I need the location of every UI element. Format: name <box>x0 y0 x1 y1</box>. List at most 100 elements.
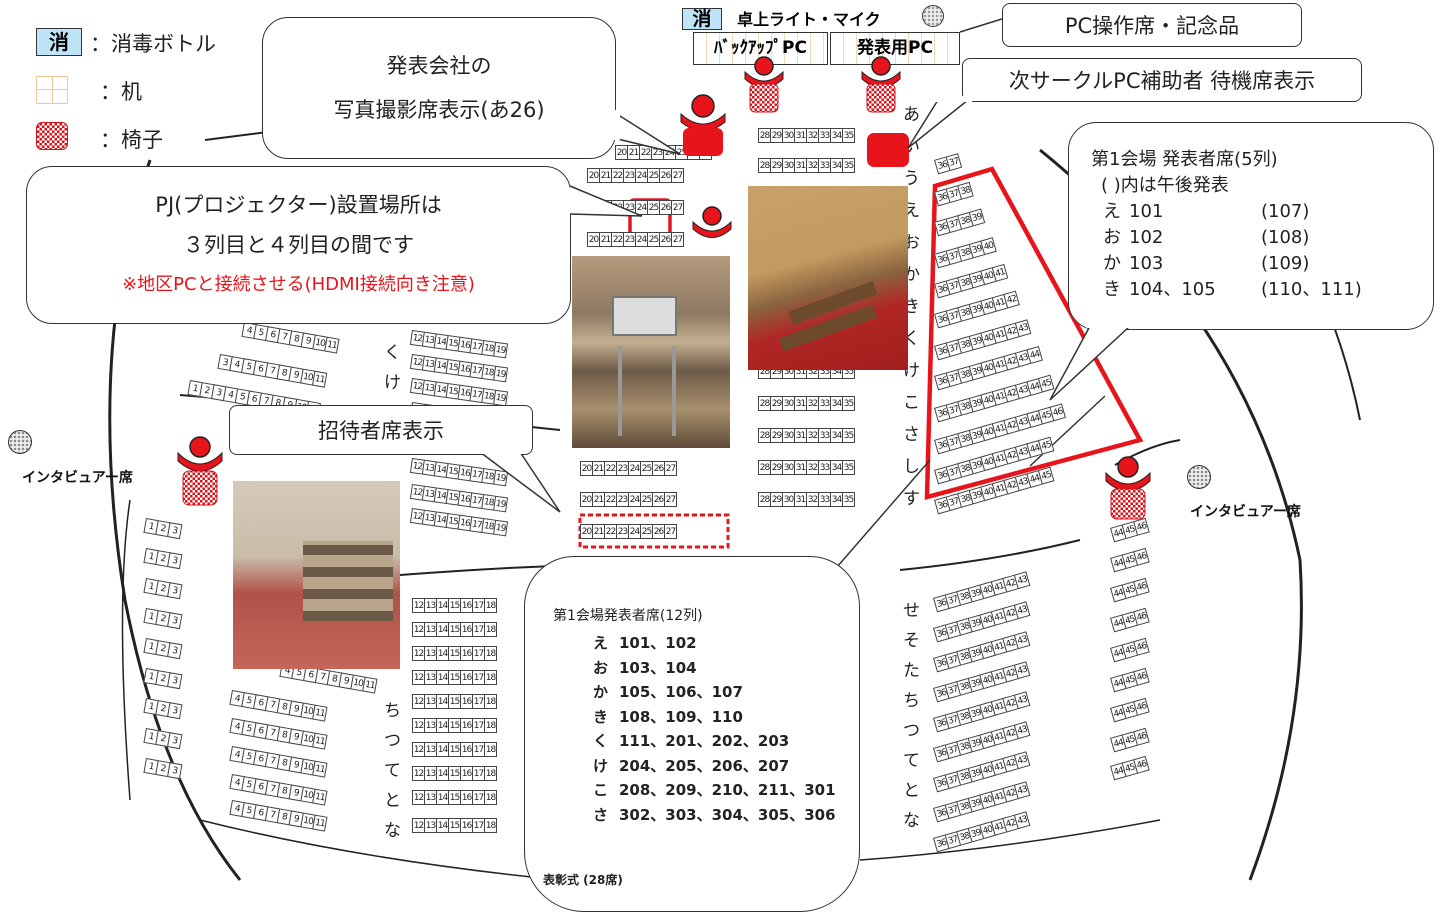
row-kana-left-lower: な <box>384 821 401 841</box>
row-kana-center-lower: つ <box>903 721 920 741</box>
seat-number: 21 <box>627 145 640 160</box>
next-circle-pc-callout: 次サークルPC補助者 待機席表示 <box>962 58 1362 102</box>
seat-number: 18 <box>484 818 497 833</box>
seat-number: 3 <box>167 762 183 780</box>
row-kana: さ <box>593 805 609 824</box>
seat-number: 18 <box>484 598 497 613</box>
backup-operator-person-icon <box>742 56 786 120</box>
seat-number: 18 <box>484 718 497 733</box>
seat-number: 16 <box>460 598 473 613</box>
legend-disinfect-label: ：消毒ボトル <box>90 32 216 56</box>
interviewer-left-label: インタビュアー席 <box>22 470 133 486</box>
photo-company-callout: 発表会社の 写真撮影席表示(あ26) <box>262 17 616 159</box>
pc-operator-person-icon <box>859 56 903 120</box>
presenter-seats: 108、109、110 <box>619 707 743 726</box>
photo-company-line1: 発表会社の <box>386 54 492 78</box>
seat-number: 27 <box>664 492 677 507</box>
seat-number: 18 <box>484 694 497 709</box>
presenters-12-footer: 表彰式 (28席) <box>543 873 623 887</box>
seat-number: 3 <box>167 642 183 660</box>
row-kana: か <box>593 683 609 701</box>
seat-number: 3 <box>167 522 183 540</box>
row-kana-center-lower: そ <box>903 631 920 651</box>
stage-disinfect-badge: 消 <box>682 8 722 30</box>
seat-number: 11 <box>362 676 378 694</box>
seat-number: 11 <box>312 760 328 778</box>
seat-number: 27 <box>664 461 677 476</box>
light-mic-label: 卓上ライト・マイク <box>737 10 881 29</box>
interviewer-left-person-icon <box>175 435 225 511</box>
seat-number: 11 <box>324 336 340 354</box>
desk-legend-icon <box>36 76 68 104</box>
next-circle-standby-seat-icon <box>865 131 911 173</box>
row-kana: え <box>593 634 609 652</box>
row-kana-center: う <box>903 169 920 189</box>
seat-number: 27 <box>664 524 677 539</box>
seat-number: 33 <box>818 128 831 143</box>
row-kana-center: し <box>903 457 920 477</box>
row-kana-center-lower: な <box>903 811 920 831</box>
row-kana-center: さ <box>903 425 920 445</box>
projector-photo <box>572 256 730 448</box>
row-kana: か <box>1103 253 1121 274</box>
seat-number: 19 <box>493 389 509 407</box>
pm-presenter: (109) <box>1261 253 1310 274</box>
row-kana-left-upper: け <box>384 373 401 393</box>
seat-number: 3 <box>167 732 183 750</box>
interviewer-right-label: インタビュアー席 <box>1190 504 1301 520</box>
seat-number: 19 <box>493 365 509 383</box>
seat-number: 35 <box>842 158 855 173</box>
presenters-5-title: 第1会場 発表者席(5列) <box>1091 149 1278 170</box>
seat-number: 35 <box>842 492 855 507</box>
row-kana-center-lower: て <box>903 751 920 771</box>
row-kana: こ <box>593 781 609 799</box>
pm-presenter: (107) <box>1261 201 1310 222</box>
seat-number: 11 <box>312 704 328 722</box>
seat-number: 15 <box>448 694 461 709</box>
stage-photo <box>748 186 908 370</box>
presenters-5-row: か 103 (109) <box>1091 251 1419 277</box>
projector-note: ※地区PCと接続させる(HDMI接続向き注意) <box>122 274 475 295</box>
interviewer-left-mic-icon <box>8 430 32 454</box>
seat-number: 18 <box>484 622 497 637</box>
seat-number: 19 <box>493 341 509 359</box>
seat-number: 27 <box>671 200 684 215</box>
projector-line1: PJ(プロジェクター)設置場所は <box>155 193 442 217</box>
presenter-seats: 204、205、206、207 <box>619 756 790 775</box>
seat-number: 35 <box>842 460 855 475</box>
projector-line2: ３列目と４列目の間です <box>183 233 414 257</box>
row-kana-center-lower: せ <box>903 601 920 621</box>
seat-number: 3 <box>167 672 183 690</box>
row-kana: く <box>593 732 609 750</box>
seat-number: 33 <box>818 158 831 173</box>
guest-seats-photo <box>233 481 400 669</box>
projector-operator-person-icon <box>690 206 734 246</box>
presenter-seats: 208、209、210、211、301 <box>619 781 836 799</box>
row-kana-left-lower: と <box>384 791 401 811</box>
am-presenter: 103 <box>1129 253 1164 274</box>
seat-number: 11 <box>312 788 328 806</box>
seat-number: 19 <box>493 519 509 537</box>
mic-icon <box>922 5 944 27</box>
seat-number: 3 <box>167 702 183 720</box>
seat-number: 27 <box>671 168 684 183</box>
presenter-area-outline <box>924 166 1144 500</box>
